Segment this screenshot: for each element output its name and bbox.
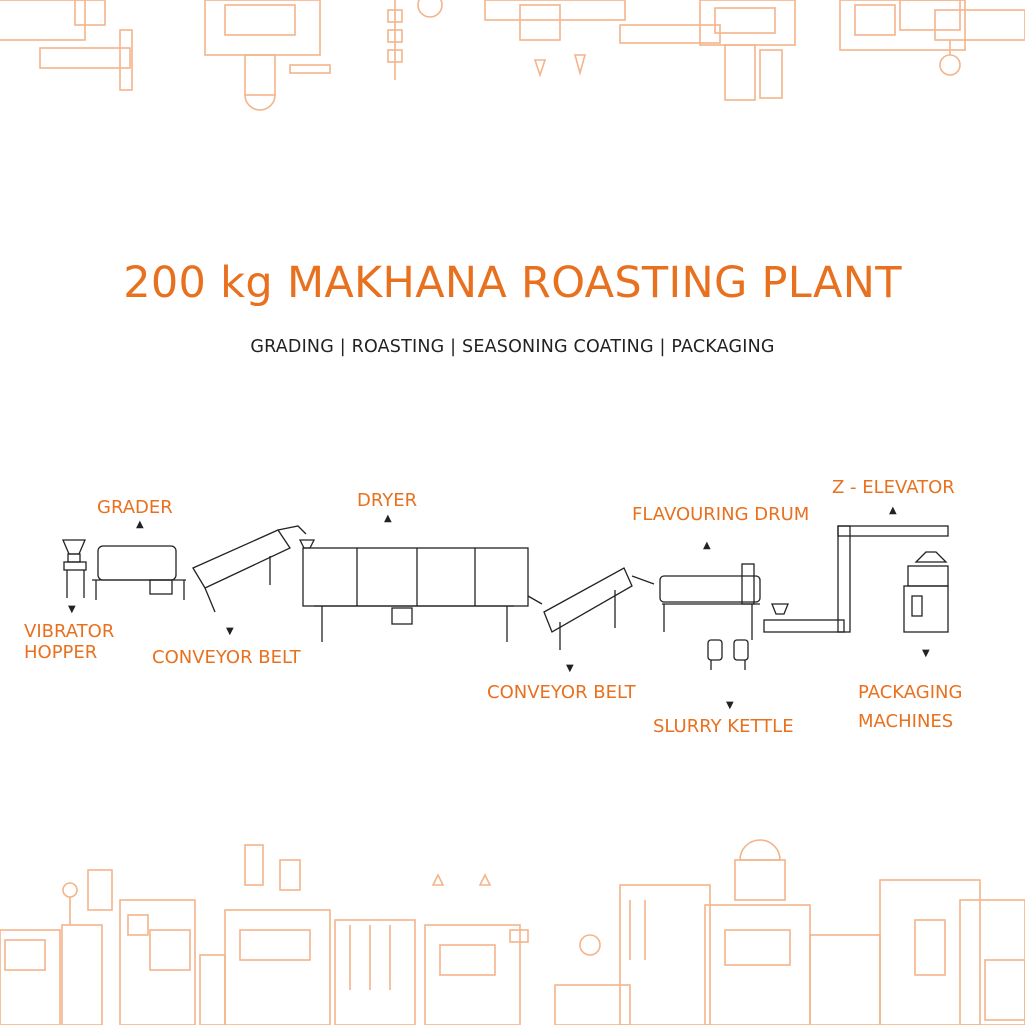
z-elevator-arrow-icon: ▲ bbox=[889, 505, 897, 516]
slurry-kettle-arrow-icon: ▼ bbox=[726, 700, 734, 711]
dryer-arrow-icon: ▲ bbox=[384, 513, 392, 524]
vibrator-hopper-label-line1: VIBRATOR bbox=[24, 621, 115, 642]
conveyor-belt-1-machine bbox=[192, 525, 316, 613]
vibrator-hopper-label-line2: HOPPER bbox=[24, 642, 98, 663]
decorative-machinery-bottom bbox=[0, 839, 1025, 1025]
grader-arrow-icon: ▲ bbox=[136, 519, 144, 530]
conveyor-belt-2-machine bbox=[527, 567, 655, 650]
conveyor-belt-1-arrow-icon: ▼ bbox=[226, 626, 234, 637]
packaging-machines-arrow-icon: ▼ bbox=[922, 648, 930, 659]
packaging-machines-label-line2: MACHINES bbox=[858, 711, 954, 732]
dryer-label: DRYER bbox=[357, 490, 418, 511]
conveyor-belt-2-arrow-icon: ▼ bbox=[566, 663, 574, 674]
packaging-machine bbox=[903, 551, 949, 633]
vibrator-hopper-machine bbox=[62, 539, 87, 598]
conveyor-belt-1-label: CONVEYOR BELT bbox=[152, 647, 301, 668]
process-line-drawing bbox=[62, 525, 949, 670]
grader-machine bbox=[92, 545, 186, 600]
conveyor-belt-2-label: CONVEYOR BELT bbox=[487, 682, 636, 703]
page-title: 200 kg MAKHANA ROASTING PLANT bbox=[123, 258, 902, 308]
vibrator-hopper-arrow-icon: ▼ bbox=[68, 604, 76, 615]
flavouring-drum-label: FLAVOURING DRUM bbox=[632, 504, 810, 525]
z-elevator-label: Z - ELEVATOR bbox=[832, 477, 955, 498]
flavouring-drum-arrow-icon: ▲ bbox=[703, 540, 711, 551]
slurry-kettle-label: SLURRY KETTLE bbox=[653, 716, 794, 737]
process-flow-diagram: GRADER ▲ DRYER ▲ Z - ELEVATOR ▲ FLAVOURI… bbox=[0, 420, 1025, 760]
flavouring-drum-machine bbox=[659, 563, 789, 640]
slurry-kettle-machine bbox=[707, 639, 749, 670]
z-elevator-machine bbox=[763, 525, 949, 633]
page-subtitle: GRADING | ROASTING | SEASONING COATING |… bbox=[250, 337, 775, 357]
dryer-machine bbox=[302, 547, 529, 642]
packaging-machines-label-line1: PACKAGING bbox=[858, 682, 963, 703]
decorative-machinery-top bbox=[0, 0, 1025, 111]
grader-label: GRADER bbox=[97, 497, 173, 518]
